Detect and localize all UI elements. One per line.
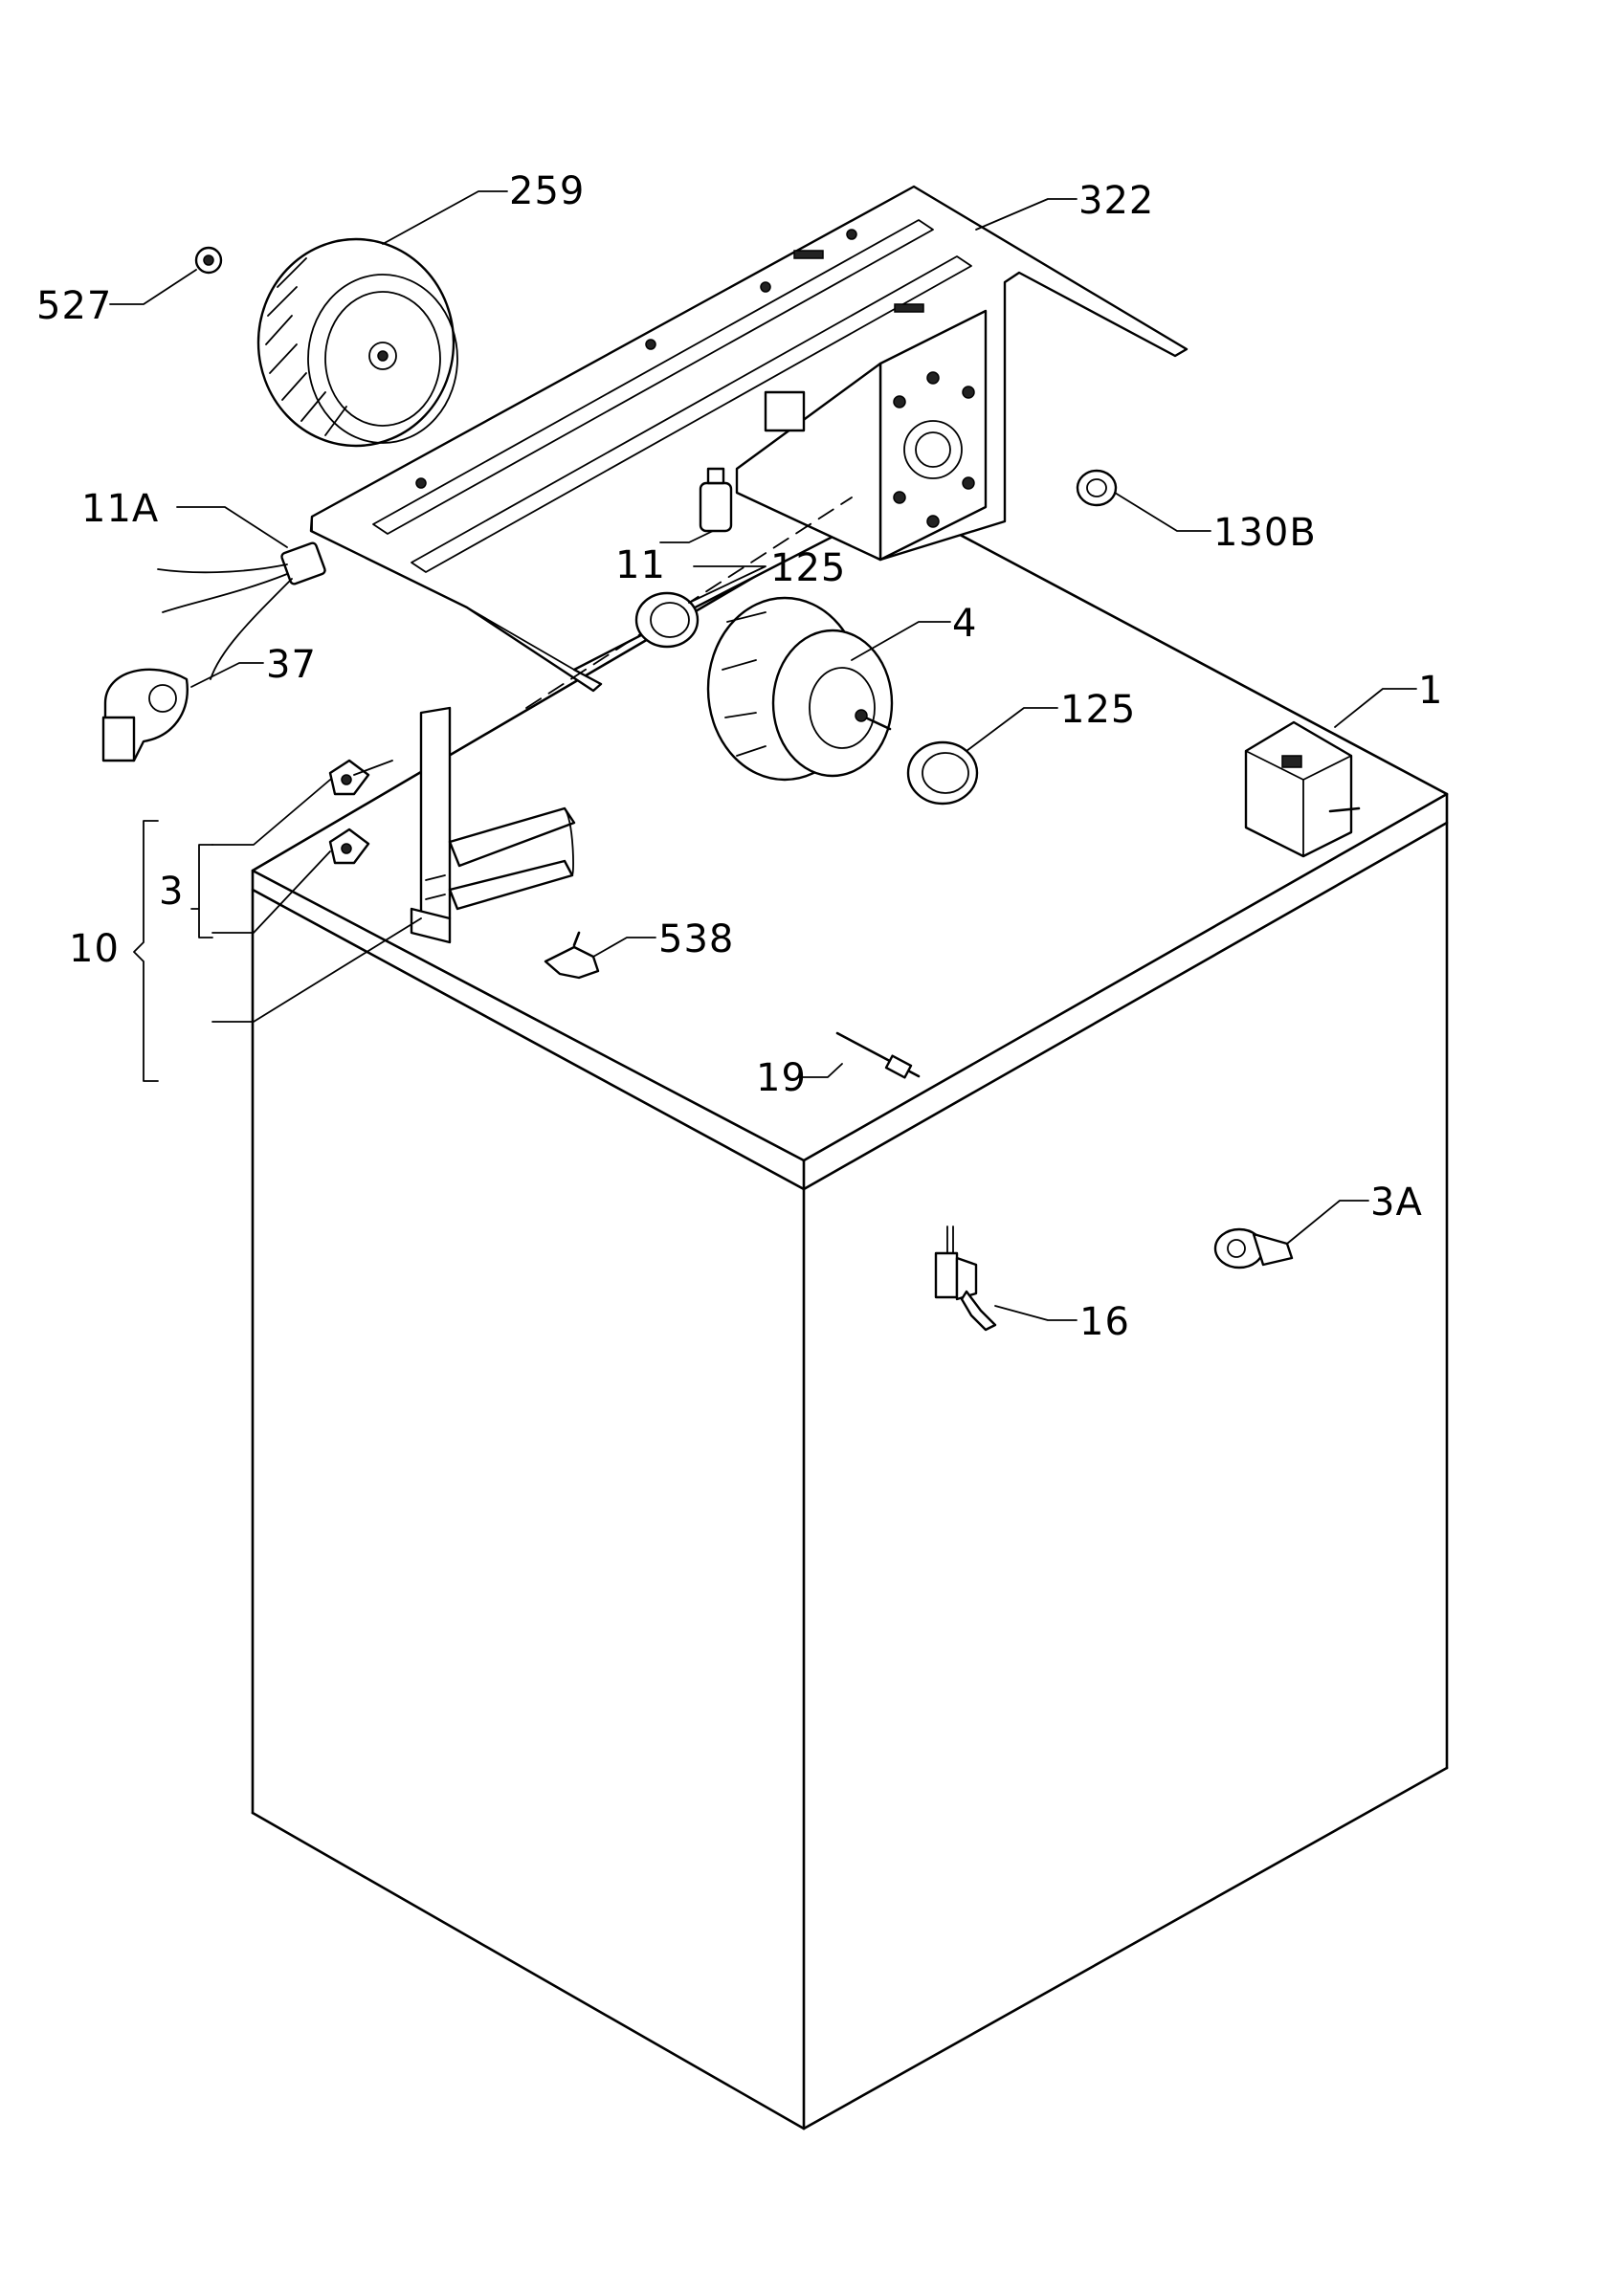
leader-lines — [109, 190, 1417, 1321]
callout-538: 538 — [658, 917, 734, 961]
drive-motor — [706, 596, 894, 782]
bushing-130b — [1076, 469, 1118, 507]
cabinet-bottom-right — [802, 1766, 1449, 2130]
door-switch-16 — [934, 1225, 997, 1332]
callout-3a: 3A — [1370, 1181, 1423, 1225]
timer-1 — [1244, 720, 1361, 858]
callout-3: 3 — [159, 870, 184, 914]
mounting-bracket — [309, 185, 1189, 709]
thermal-fuse-11a — [157, 541, 326, 680]
bearing-125-lower — [906, 740, 979, 806]
callout-16: 16 — [1079, 1300, 1130, 1344]
sensor-19 — [835, 1031, 921, 1079]
callout-37: 37 — [266, 643, 317, 687]
blower-wheel — [256, 237, 458, 448]
callout-19: 19 — [756, 1056, 807, 1100]
callout-527: 527 — [36, 284, 112, 328]
capacitor-11 — [699, 467, 733, 533]
bearing-125-upper — [634, 591, 700, 649]
callout-322: 322 — [1078, 179, 1154, 223]
switch-37 — [101, 668, 189, 762]
duct-assembly — [410, 706, 576, 944]
callout-10: 10 — [69, 927, 120, 971]
switch-3a — [1213, 1227, 1294, 1269]
cabinet-bottom-left — [251, 1811, 806, 2130]
callout-259: 259 — [509, 169, 585, 213]
clip-538 — [544, 931, 600, 980]
callout-4: 4 — [952, 602, 977, 646]
callout-1: 1 — [1418, 669, 1443, 713]
callout-labels: 259 322 527 11A 130B 11 125 4 37 125 1 3… — [36, 169, 1443, 1344]
callout-125-upper: 125 — [770, 546, 846, 590]
nut-527 — [194, 246, 223, 275]
callout-11: 11 — [615, 543, 666, 587]
thermostat-upper — [328, 759, 370, 796]
callout-125-lower: 125 — [1060, 688, 1136, 732]
thermostat-lower — [328, 828, 370, 865]
callout-130b: 130B — [1213, 511, 1317, 555]
callout-11a: 11A — [81, 487, 159, 531]
